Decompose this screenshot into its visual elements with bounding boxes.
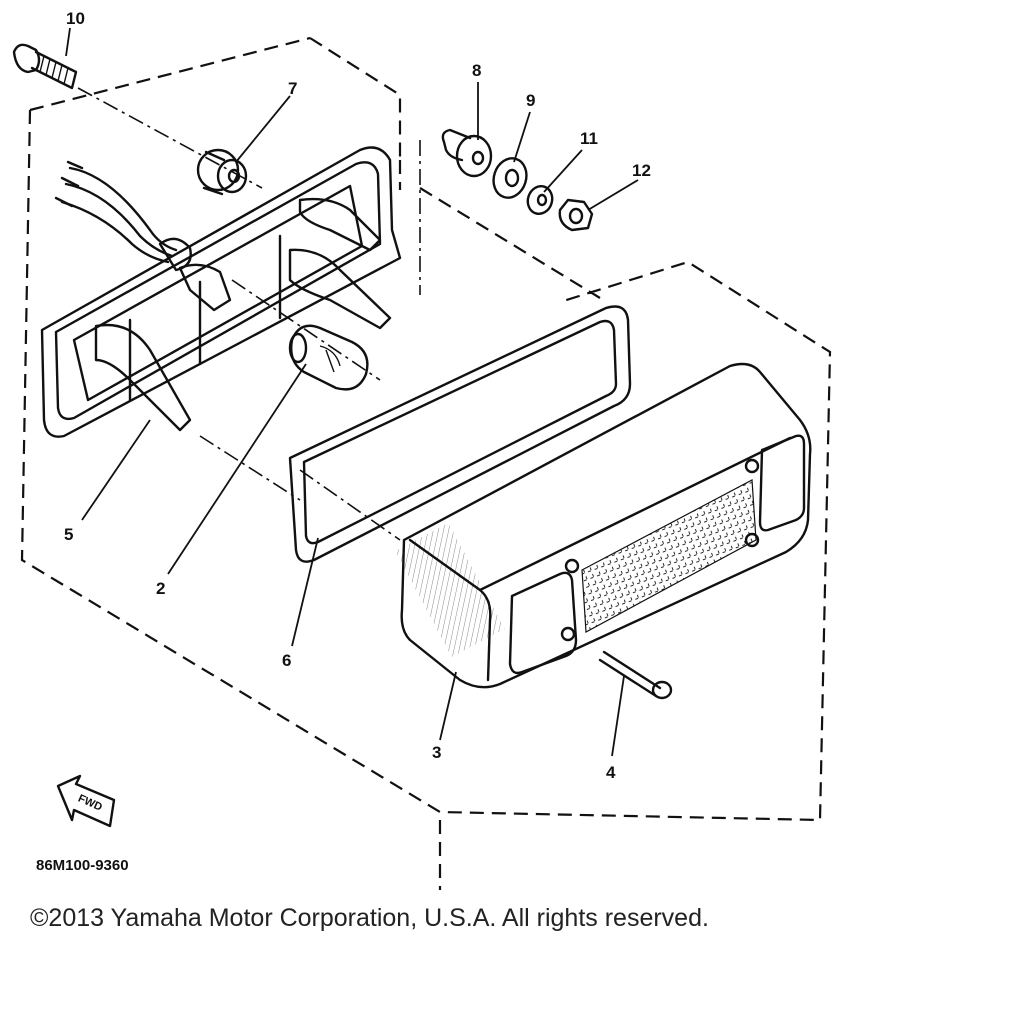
callout-11: 11 [580, 129, 598, 148]
screw-part-4 [598, 650, 673, 700]
washer-part-9 [492, 157, 528, 199]
collar-part-8 [441, 128, 493, 178]
nut-part-12 [558, 198, 594, 232]
callout-4: 4 [606, 763, 616, 782]
callout-7: 7 [288, 79, 297, 98]
gasket-part-6 [288, 305, 632, 563]
callout-2: 2 [156, 579, 165, 598]
bulb-part-2 [288, 324, 369, 391]
callout-5: 5 [64, 525, 73, 544]
callout-8: 8 [472, 61, 481, 80]
fwd-arrow-icon [56, 774, 116, 828]
lamp-housing-part-5 [40, 146, 402, 438]
callout-leaders [65, 27, 639, 757]
callout-6: 6 [282, 651, 291, 670]
grommet-part-7 [196, 148, 248, 196]
lock-washer-part-11 [526, 184, 554, 216]
assembly-centerlines [77, 87, 421, 541]
part-code: 86M100-9360 [36, 857, 129, 874]
callout-10: 10 [66, 9, 85, 28]
copyright-notice: ©2013 Yamaha Motor Corporation, U.S.A. A… [30, 904, 709, 932]
screw-part-10 [12, 43, 78, 90]
lens-part-3 [395, 362, 812, 689]
callout-12: 12 [632, 161, 651, 180]
assembly-boundary-left [20, 36, 832, 890]
fwd-label: FWD [76, 793, 104, 814]
callout-3: 3 [432, 743, 441, 762]
callout-9: 9 [526, 91, 535, 110]
